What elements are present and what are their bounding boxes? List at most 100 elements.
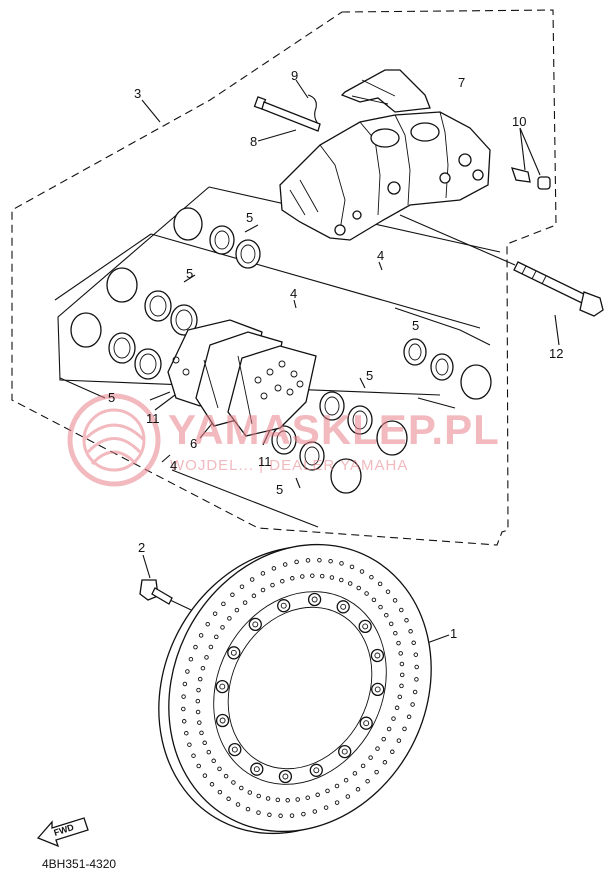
disc-hole bbox=[204, 655, 209, 660]
disc-hole bbox=[227, 616, 232, 621]
disc-float-button-center bbox=[374, 652, 381, 659]
disc-hole bbox=[378, 604, 383, 610]
disc-hole bbox=[181, 719, 187, 724]
disc-hole bbox=[375, 746, 380, 751]
disc-hole bbox=[230, 592, 235, 598]
disc-hole bbox=[382, 760, 388, 765]
disc-float-button-center bbox=[219, 717, 226, 724]
disc-float-button bbox=[215, 679, 229, 694]
disc-hole bbox=[325, 788, 330, 794]
callout-4-c: 4 bbox=[170, 458, 177, 473]
disc-hole bbox=[212, 611, 218, 616]
disc-hole bbox=[305, 558, 311, 563]
callout-9: 9 bbox=[291, 68, 298, 83]
disc-hole bbox=[393, 630, 398, 636]
callout-12: 12 bbox=[549, 346, 563, 361]
disc-hole bbox=[211, 758, 216, 764]
disc-hole bbox=[235, 802, 241, 807]
disc-hole bbox=[256, 810, 261, 815]
disc-float-button-center bbox=[313, 767, 320, 774]
callout-8: 8 bbox=[250, 134, 257, 149]
disc-hole bbox=[399, 661, 405, 667]
disc-hole bbox=[209, 782, 215, 787]
disc-hole bbox=[187, 742, 192, 747]
watermark-main-text: YAMASKLEP.PL bbox=[168, 406, 500, 453]
disc-float-button bbox=[248, 617, 262, 632]
disc-hole bbox=[202, 773, 208, 778]
disc-float-button-center bbox=[231, 746, 238, 753]
disc-hole bbox=[388, 621, 394, 627]
disc-hole bbox=[289, 813, 295, 818]
callout-7: 7 bbox=[458, 75, 465, 90]
disc-hole bbox=[319, 573, 325, 579]
disc-hole bbox=[412, 689, 418, 695]
callout-5-f: 5 bbox=[276, 482, 283, 497]
disc-hole bbox=[390, 749, 395, 755]
disc-hole bbox=[305, 795, 310, 800]
disc-hole bbox=[184, 730, 189, 736]
disc-hole bbox=[339, 577, 344, 583]
callout-5-b: 5 bbox=[186, 266, 193, 281]
disc-hole bbox=[399, 683, 404, 689]
disc-hole bbox=[369, 574, 374, 580]
disc-hole bbox=[347, 581, 353, 586]
disc-float-button-center bbox=[341, 748, 348, 755]
disc-hole bbox=[275, 797, 281, 803]
disc-float-button bbox=[278, 769, 293, 784]
disc-hole bbox=[282, 562, 288, 567]
disc-float-button bbox=[359, 716, 373, 730]
watermark-sub-text: WOJDEL... | DEALER YAMAHA bbox=[170, 457, 408, 474]
callout-11-a: 11 bbox=[146, 411, 160, 426]
caliper-mounting-bolt bbox=[513, 261, 604, 317]
pad-pin bbox=[253, 96, 321, 132]
pad-pin-clip bbox=[307, 94, 321, 127]
callout-5-a: 5 bbox=[246, 210, 253, 225]
disc-float-button-center bbox=[230, 649, 237, 656]
disc-hole bbox=[359, 569, 365, 574]
disc-hole bbox=[231, 780, 236, 785]
callout-5-d: 5 bbox=[366, 368, 373, 383]
disc-hole bbox=[312, 809, 318, 814]
disc-hole bbox=[402, 726, 407, 732]
disc-hole bbox=[410, 702, 415, 707]
pad-spring-plate bbox=[340, 69, 431, 113]
disc-float-button-center bbox=[363, 720, 370, 727]
disc-hole bbox=[260, 571, 266, 576]
disc-hole bbox=[394, 705, 400, 711]
caliper-assembly-boundary bbox=[11, 9, 557, 546]
disc-float-button-center bbox=[362, 623, 369, 630]
fwd-arrow-icon: FWD bbox=[36, 817, 89, 848]
brake-pads-and-shims bbox=[167, 319, 317, 437]
disc-hole bbox=[181, 706, 186, 712]
disc-hole bbox=[392, 598, 398, 603]
disc-hole bbox=[294, 559, 299, 565]
disc-float-button bbox=[370, 648, 385, 663]
disc-hole bbox=[198, 633, 204, 638]
disc-hole bbox=[323, 805, 329, 810]
disc-float-button-center bbox=[311, 596, 318, 603]
disc-hole bbox=[371, 597, 377, 603]
disc-hole bbox=[290, 576, 295, 581]
disc-hole bbox=[413, 652, 419, 657]
disc-hole bbox=[202, 740, 207, 746]
disc-hole bbox=[329, 575, 335, 580]
callout-2: 2 bbox=[138, 540, 145, 555]
disc-float-button bbox=[215, 713, 230, 728]
disc-hole bbox=[349, 564, 355, 570]
disc-hole bbox=[317, 557, 322, 563]
disc-hole bbox=[360, 763, 366, 769]
disc-hole bbox=[397, 694, 403, 700]
disc-float-button bbox=[358, 619, 372, 634]
disc-hole bbox=[223, 773, 229, 779]
disc-hole bbox=[300, 574, 305, 579]
disc-hole bbox=[197, 720, 202, 725]
disc-hole bbox=[334, 800, 340, 805]
disc-hole bbox=[343, 777, 349, 783]
disc-hole bbox=[384, 612, 389, 618]
disc-hole bbox=[265, 796, 271, 801]
disc-float-button bbox=[338, 744, 352, 759]
disc-hole bbox=[352, 771, 358, 776]
disc-float-button-center bbox=[252, 621, 259, 628]
disc-hole bbox=[256, 793, 261, 799]
